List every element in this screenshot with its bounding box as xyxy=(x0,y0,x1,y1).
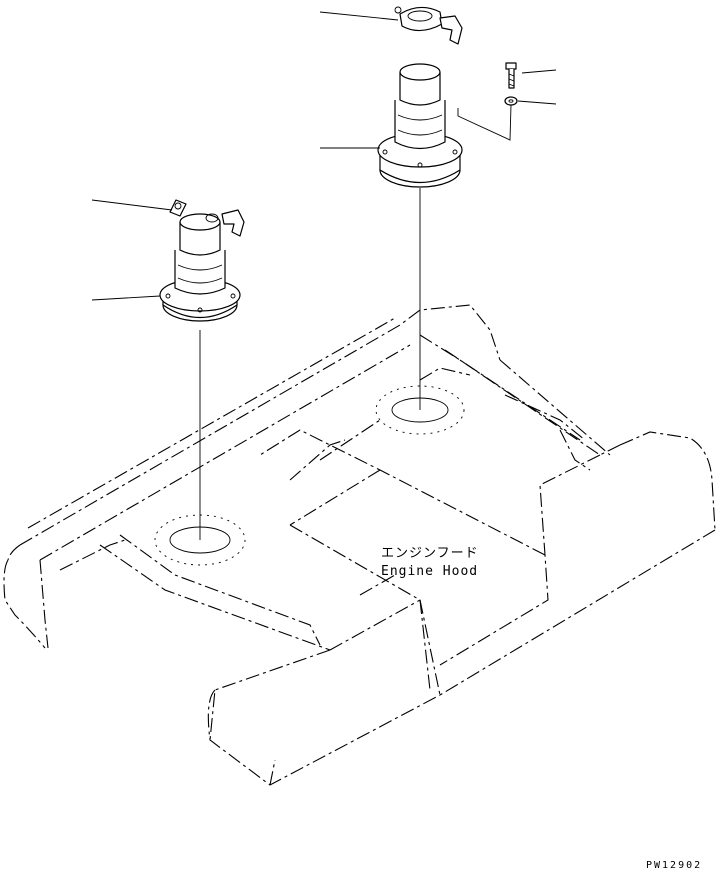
right-precleaner xyxy=(377,63,463,188)
leader-top-clamp xyxy=(319,11,399,21)
hood-label-jp: エンジンフード xyxy=(381,546,479,561)
leader-left-clamp xyxy=(91,199,173,211)
leader-lines xyxy=(91,11,557,301)
hood-label-en: Engine Hood xyxy=(381,564,478,579)
left-precleaner xyxy=(159,213,241,322)
leader-bolt xyxy=(521,69,557,74)
leader-washer xyxy=(517,100,557,105)
bolt xyxy=(505,62,517,89)
left-clamp xyxy=(169,199,245,237)
drawing-reference: PW12902 xyxy=(646,860,702,871)
bracket-link-line xyxy=(457,104,512,141)
top-clamp xyxy=(394,6,463,45)
leader-left-precleaner xyxy=(91,295,161,301)
washer xyxy=(504,96,518,106)
engine-hood xyxy=(3,304,716,786)
